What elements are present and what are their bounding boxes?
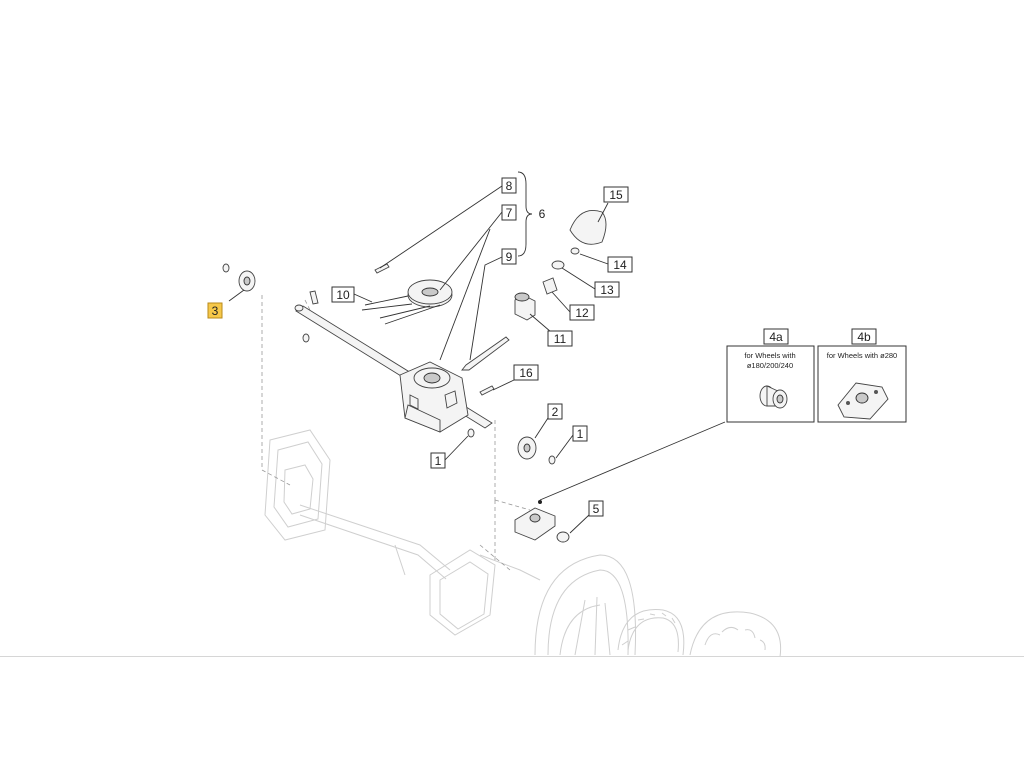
callout-6: 6 — [539, 207, 546, 221]
svg-text:14: 14 — [613, 258, 627, 272]
callout-12: 12 — [569, 304, 595, 321]
drive-rod — [461, 336, 510, 371]
bushing — [514, 292, 536, 321]
callout-15: 15 — [603, 186, 629, 203]
svg-text:15: 15 — [609, 188, 623, 202]
pinion-gear-right — [517, 436, 537, 460]
svg-text:4b: 4b — [857, 330, 871, 344]
callout-11: 11 — [547, 330, 573, 347]
svg-text:9: 9 — [506, 250, 513, 264]
svg-text:7: 7 — [506, 206, 513, 220]
callout-7: 7 — [501, 204, 517, 221]
ghost-wheel-rim — [534, 554, 637, 656]
svg-text:12: 12 — [575, 306, 589, 320]
callout-2: 2 — [547, 403, 563, 420]
spring — [542, 277, 558, 295]
callout-16: 16 — [513, 364, 539, 381]
svg-text:13: 13 — [600, 283, 614, 297]
svg-text:4a: 4a — [769, 330, 783, 344]
bottom-divider — [0, 656, 1024, 657]
svg-text:5: 5 — [593, 502, 600, 516]
pulley-assembly — [361, 279, 453, 325]
callout-4b: 4b — [851, 328, 877, 345]
callout-8: 8 — [501, 177, 517, 194]
svg-text:2: 2 — [552, 405, 559, 419]
svg-text:8: 8 — [506, 179, 513, 193]
ghost-tire — [689, 611, 782, 658]
hub-variant-b-image — [837, 382, 889, 420]
ghost-mower-outline — [264, 429, 541, 636]
pinion-gear-left — [238, 270, 256, 292]
svg-text:for Wheels with: for Wheels with — [744, 351, 795, 360]
callout-5: 5 — [588, 500, 604, 517]
callout-13: 13 — [594, 281, 620, 298]
callout-1-right: 1 — [572, 425, 588, 442]
callout-3: 3 — [207, 302, 223, 319]
cap-knob — [569, 210, 607, 245]
svg-text:1: 1 — [435, 454, 442, 468]
callout-9: 9 — [501, 248, 517, 265]
hub-variant-a-image — [759, 385, 788, 409]
gearbox — [399, 361, 469, 433]
svg-text:3: 3 — [212, 304, 219, 318]
washer — [551, 260, 565, 270]
variant-card-4a: for Wheels with ø180/200/240 — [726, 345, 815, 423]
variant-card-4b: for Wheels with ø280 — [817, 345, 907, 423]
small-ring — [570, 247, 580, 255]
svg-text:for Wheels with ø280: for Wheels with ø280 — [827, 351, 897, 360]
svg-text:11: 11 — [554, 332, 567, 346]
leader-lines — [228, 185, 726, 534]
wheel-hub — [514, 507, 570, 543]
alignment-lines — [261, 295, 531, 571]
callout-10: 10 — [331, 286, 355, 303]
brace-group-6 — [517, 171, 533, 257]
svg-text:16: 16 — [519, 366, 533, 380]
ghost-gear-ring — [617, 609, 685, 656]
callout-14: 14 — [607, 256, 633, 273]
svg-text:ø180/200/240: ø180/200/240 — [747, 361, 793, 370]
svg-text:10: 10 — [336, 288, 350, 302]
retaining-rings — [222, 263, 556, 465]
pins — [309, 263, 495, 396]
svg-text:6: 6 — [539, 207, 546, 221]
callout-4a: 4a — [763, 328, 789, 345]
callout-1-left: 1 — [430, 452, 446, 469]
svg-text:1: 1 — [577, 427, 584, 441]
